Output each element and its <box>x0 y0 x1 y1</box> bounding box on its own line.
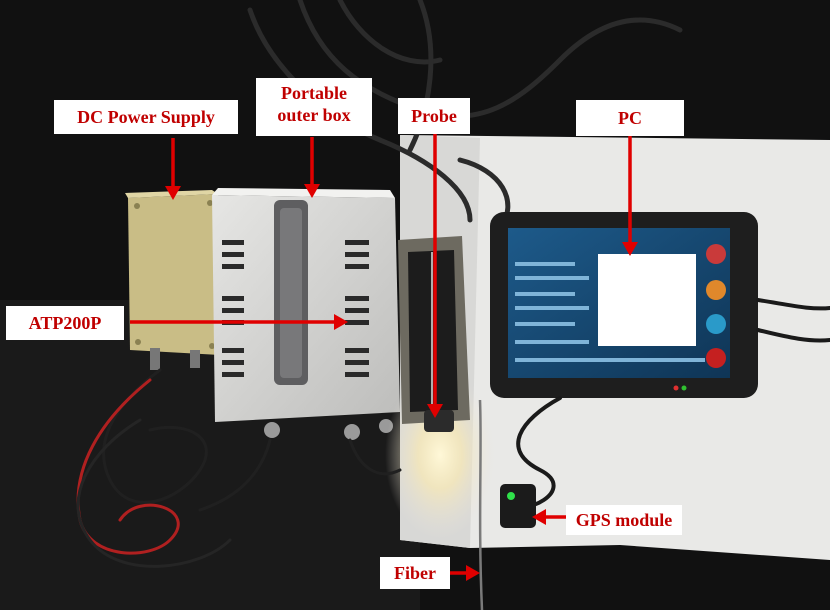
tablet-pc <box>490 212 758 398</box>
label-atp200p: ATP200P <box>6 306 124 340</box>
annotation-arrows <box>130 134 638 581</box>
label-fiber: Fiber <box>380 557 450 589</box>
probe-unit <box>385 236 495 540</box>
fiber-line <box>478 399 484 610</box>
left-cables <box>76 368 402 568</box>
label-dc-power-supply: DC Power Supply <box>54 100 238 134</box>
label-pc: PC <box>576 100 684 136</box>
gps-module-unit <box>500 484 536 528</box>
label-gps-module: GPS module <box>566 505 682 535</box>
label-probe: Probe <box>398 98 470 134</box>
dc-power-supply-unit <box>125 190 220 370</box>
portable-outer-box-unit <box>212 188 400 440</box>
label-portable-outer-box: Portable outer box <box>256 78 372 136</box>
background-cables <box>247 0 683 233</box>
